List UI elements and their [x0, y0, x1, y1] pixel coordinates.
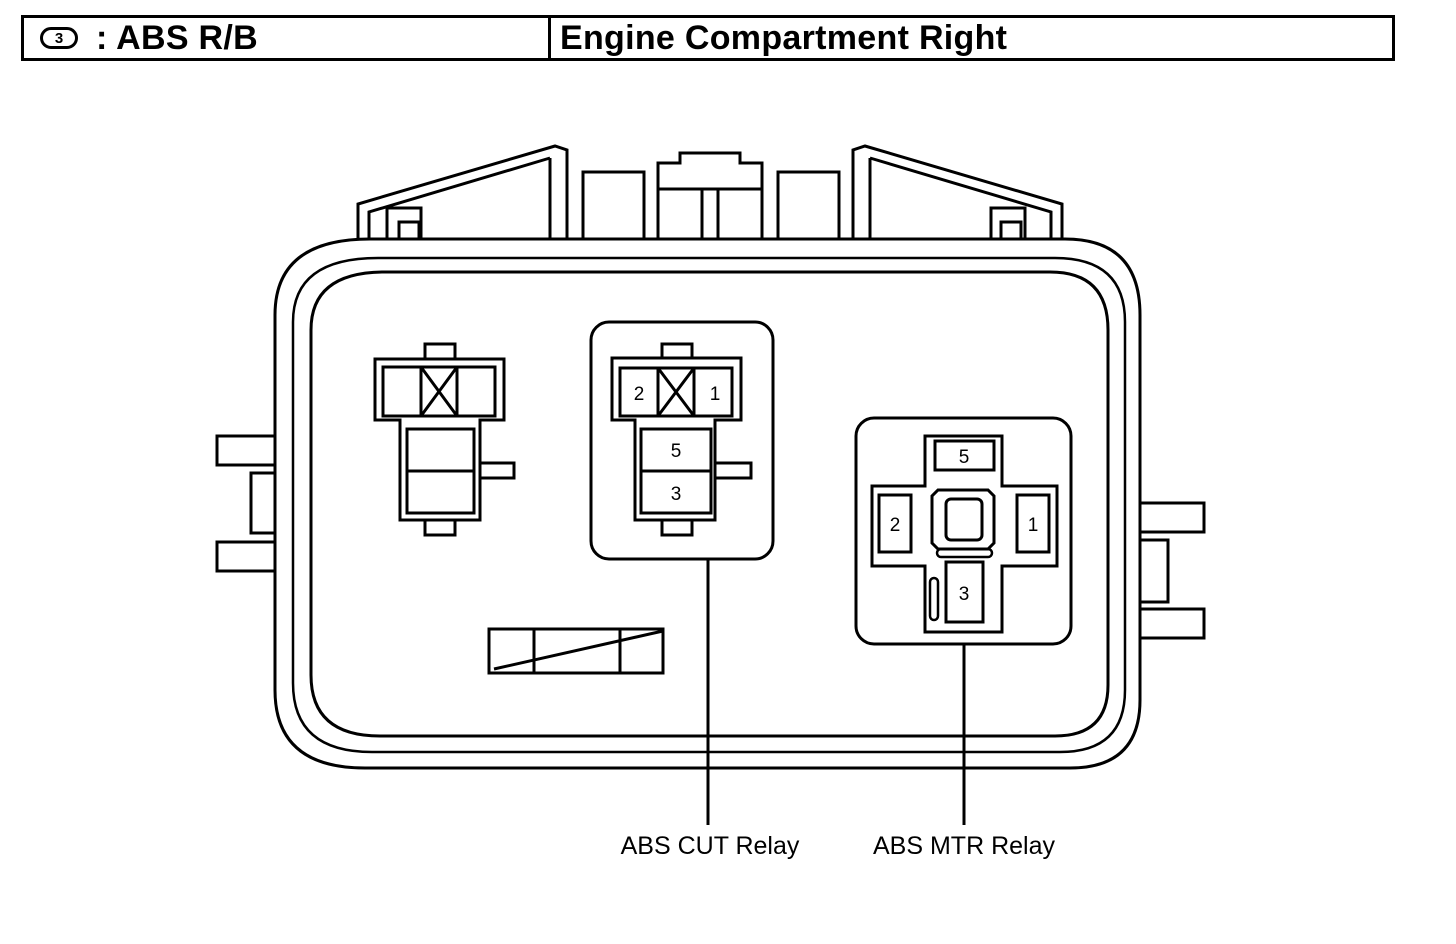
- relay-block-housing: [273, 237, 1142, 770]
- right-side-tabs: [1138, 501, 1206, 640]
- abs-mtr-relay-caption: ABS MTR Relay: [873, 832, 1055, 860]
- mtr-relay-pin-5: 5: [959, 447, 970, 468]
- top-connector: [581, 151, 841, 241]
- right-mounting-bracket: [851, 144, 1064, 241]
- left-mounting-bracket: [356, 144, 569, 241]
- block-label: : ABS R/B: [96, 18, 258, 57]
- cut-relay-pin-1: 1: [710, 384, 721, 405]
- abs-cut-relay-caption: ABS CUT Relay: [621, 832, 800, 860]
- left-side-tabs: [215, 434, 277, 573]
- unlabeled-relay-socket: [373, 342, 516, 537]
- header-location-cell: Engine Compartment Right: [551, 18, 1392, 58]
- location-label: Engine Compartment Right: [560, 18, 1008, 57]
- abs-cut-relay-socket: [589, 320, 775, 561]
- mtr-relay-pin-1: 1: [1028, 515, 1039, 536]
- header-bar: 3 : ABS R/B Engine Compartment Right: [21, 15, 1395, 61]
- cut-relay-pin-5: 5: [671, 441, 682, 462]
- mtr-relay-pin-3: 3: [959, 584, 970, 605]
- cut-relay-pin-2: 2: [634, 384, 645, 405]
- mtr-relay-pin-2: 2: [890, 515, 901, 536]
- diode-slot: [487, 627, 665, 675]
- cut-relay-pin-3: 3: [671, 484, 682, 505]
- header-block-cell: 3 : ABS R/B: [24, 18, 551, 58]
- connector-number-badge: 3: [40, 27, 78, 49]
